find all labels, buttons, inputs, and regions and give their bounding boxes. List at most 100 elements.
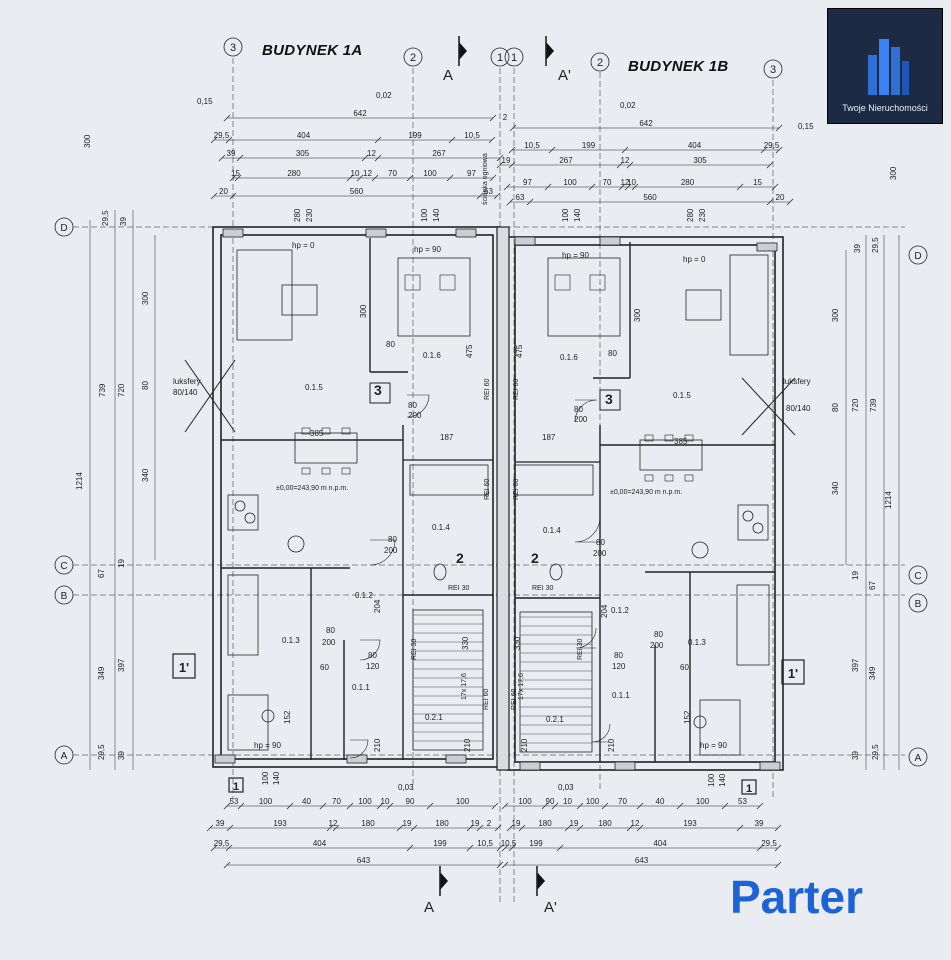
room-number: 0.1.6 [560, 353, 578, 362]
dimension-label: 0,02 [376, 91, 392, 100]
dimension-tick [621, 146, 629, 154]
axis-bubble-label: 3 [230, 42, 236, 54]
dimension-tick [518, 824, 526, 832]
window [214, 754, 236, 764]
dimension-tick [551, 802, 559, 810]
dimension-label: 12 [621, 156, 630, 165]
dimension-label: 200 [650, 641, 664, 650]
luxfer-label: luksfery [783, 377, 811, 386]
dimension-label: 20 [776, 193, 785, 202]
dimension-tick [766, 198, 774, 206]
desk [699, 699, 741, 756]
dimension-label: 53 [230, 797, 239, 806]
dimension-tick [374, 136, 382, 144]
dimension-label: 39 [851, 751, 860, 760]
dimension-tick [488, 136, 496, 144]
window [599, 236, 621, 246]
dimension-tick [406, 174, 414, 182]
dimension-tick [508, 161, 516, 169]
section-mark: 3 [605, 391, 613, 407]
fire-rating-label: REI 60 [484, 478, 491, 500]
dimension-label: 80 [654, 630, 663, 639]
dimension-label: 199 [529, 839, 543, 848]
dimension-label: 12 [621, 178, 630, 187]
dimension-tick [332, 824, 340, 832]
dimension-label: 340 [831, 481, 840, 495]
dimension-label: 349 [97, 666, 106, 680]
dimension-label: 280 [287, 169, 301, 178]
dimension-label: 300 [83, 134, 92, 148]
dimension-label: 210 [520, 738, 529, 752]
bed [397, 257, 471, 337]
dimension-label: 80 [608, 349, 617, 358]
sill-height-label: hp = 90 [562, 251, 589, 260]
dimension-tick [508, 146, 516, 154]
door-swing [575, 627, 597, 649]
dimension-tick [494, 824, 502, 832]
section-arrow [546, 42, 554, 60]
dimension-tick [506, 824, 514, 832]
dimension-tick [775, 146, 783, 154]
axis-flag-label: 1 [746, 783, 752, 795]
dimension-label: 29,5 [214, 131, 230, 140]
chair [684, 434, 694, 442]
fire-rating-label: REI 30 [411, 638, 418, 660]
dimension-tick [496, 861, 504, 869]
room-number: 0.1.2 [355, 591, 373, 600]
dimension-tick [626, 824, 634, 832]
dimension-label: 199 [582, 141, 596, 150]
dimension-label: 100 [518, 797, 532, 806]
room-number: 0.1.2 [611, 606, 629, 615]
dimension-tick [466, 844, 474, 852]
dimension-label: 19 [570, 819, 579, 828]
dimension-label: 0,15 [798, 122, 814, 131]
dimension-label: 210 [607, 738, 616, 752]
dimension-tick [237, 802, 245, 810]
dimension-label: 10,5 [524, 141, 540, 150]
dimension-tick [576, 824, 584, 832]
section-marker-label: A' [544, 899, 557, 916]
door-swing [359, 639, 381, 661]
dimension-tick [760, 146, 768, 154]
staircase [519, 611, 593, 753]
dimension-label: 100 [696, 797, 710, 806]
dimension-tick [631, 183, 639, 191]
dimension-label: 152 [283, 710, 292, 724]
section-mark-box [369, 382, 391, 404]
building-1b-title: BUDYNEK 1B [628, 58, 729, 75]
dimension-tick [618, 183, 626, 191]
sill-height-label: hp = 0 [292, 241, 315, 250]
axis-flag [172, 653, 196, 679]
pillow [554, 274, 571, 291]
axis-flag [228, 777, 244, 793]
dimension-tick [223, 802, 231, 810]
dimension-label: 15 [753, 178, 762, 187]
dimension-label: 267 [432, 149, 446, 158]
dimension-label: 180 [361, 819, 375, 828]
chair [644, 474, 654, 482]
dimension-label: 193 [683, 819, 697, 828]
axis-flag-label: 1' [788, 666, 798, 681]
dimension-label: 300 [141, 291, 150, 305]
chair [341, 427, 351, 435]
dimension-tick [588, 183, 596, 191]
axis-bubble-label: D [60, 223, 67, 234]
dimension-tick [223, 114, 231, 122]
chair [341, 467, 351, 475]
sink [691, 541, 709, 559]
dimension-label: 349 [868, 666, 877, 680]
dimension-label: 10 [563, 797, 572, 806]
dimension-label: 560 [643, 193, 657, 202]
dimension-label: 80 [831, 403, 840, 412]
dimension-label: 267 [559, 156, 573, 165]
dimension-label: 39 [117, 751, 126, 760]
dimension-tick [544, 183, 552, 191]
sill-height-label: hp = 90 [700, 741, 727, 750]
dimension-label: 29,5 [761, 839, 777, 848]
dimension-label: 300 [359, 304, 368, 318]
dimension-label: 90 [546, 797, 555, 806]
dimension-label: 19 [851, 571, 860, 580]
toilet [433, 563, 447, 581]
dimension-label: 200 [574, 415, 588, 424]
